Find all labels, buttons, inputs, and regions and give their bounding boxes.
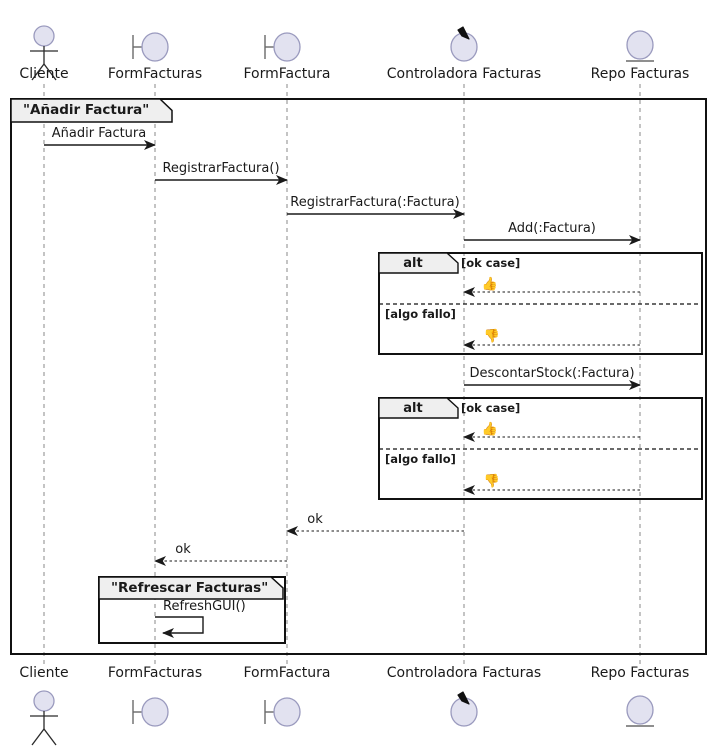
message-label-m7: DescontarStock(:Factura) [469,366,635,381]
message-label-m1: Añadir Factura [51,126,147,141]
messages-group [44,140,641,638]
frames-group [10,98,707,655]
frame-tag-label-anadir-factura: "Añadir Factura" [23,102,150,118]
control-arrowhead [457,691,470,705]
actor-head [33,690,55,712]
message-label-m6: 👎 [483,329,501,344]
frame-tag-label-refrescar-facturas: "Refrescar Facturas" [111,580,269,596]
control-icon [450,691,478,727]
participant-label-top-repo: Repo Facturas [590,66,690,82]
message-label-m5: 👍 [481,277,499,292]
boundary-circle [141,32,169,62]
control-icon [450,26,478,62]
alt-fragments-group [378,252,703,500]
entity-circle [626,30,654,60]
message-label-m4: Add(:Factura) [508,221,596,236]
alt-guard-alt-stock-1: [algo fallo] [385,452,456,466]
alt-guard-alt-add-1: [algo fallo] [385,307,456,321]
self-message-label-m12: RefreshGUI() [163,599,246,614]
frame-tag-shape-refrescar-facturas [98,576,284,600]
actor-leg-right [43,728,57,746]
alt-tag-label-alt-add: alt [403,256,423,271]
entity-circle [626,695,654,725]
alt-guard-alt-stock-0: [ok case] [461,401,521,415]
participant-label-top-controladora: Controladora Facturas [386,66,542,82]
alt-guard-alt-add-0: [ok case] [461,256,521,270]
message-label-m10: ok [307,512,323,527]
frame-tag-shape-anadir-factura [10,98,173,123]
message-label-m3: RegistrarFactura(:Factura) [290,195,460,210]
participant-label-bottom-controladora: Controladora Facturas [386,665,542,681]
participant-label-bottom-repo: Repo Facturas [590,665,690,681]
alt-tag-shape-alt-add [378,252,459,274]
actor-leg-left [31,63,45,81]
entity-icon [626,30,654,62]
participant-label-bottom-formfactura: FormFactura [243,665,331,681]
self-message-line-m12 [155,616,204,638]
alt-tag-label-alt-stock: alt [403,401,423,416]
participant-label-bottom-formfacturas: FormFacturas [107,665,203,681]
boundary-icon [132,697,169,727]
boundary-circle [141,697,169,727]
message-label-m2: RegistrarFactura() [162,161,280,176]
participant-icons-group [30,25,654,746]
boundary-icon [132,32,169,62]
actor-stick-figure-icon [30,690,58,746]
actor-stick-figure-icon [30,25,58,81]
message-label-m9: 👎 [483,474,501,489]
control-arrowhead [457,26,470,40]
actor-leg-left [31,728,45,746]
boundary-circle [273,697,301,727]
frame-border-anadir-factura [10,98,707,655]
entity-icon [626,695,654,727]
actor-leg-right [43,63,57,81]
message-label-m8: 👍 [481,422,499,437]
participant-label-top-cliente: Cliente [19,66,69,82]
alt-tag-shape-alt-stock [378,397,459,419]
participant-label-top-formfactura: FormFactura [243,66,331,82]
boundary-circle [273,32,301,62]
participant-label-bottom-cliente: Cliente [19,665,69,681]
boundary-icon [264,32,301,62]
message-label-m11: ok [175,542,191,557]
boundary-icon [264,697,301,727]
participant-label-top-formfacturas: FormFacturas [107,66,203,82]
actor-head [33,25,55,47]
